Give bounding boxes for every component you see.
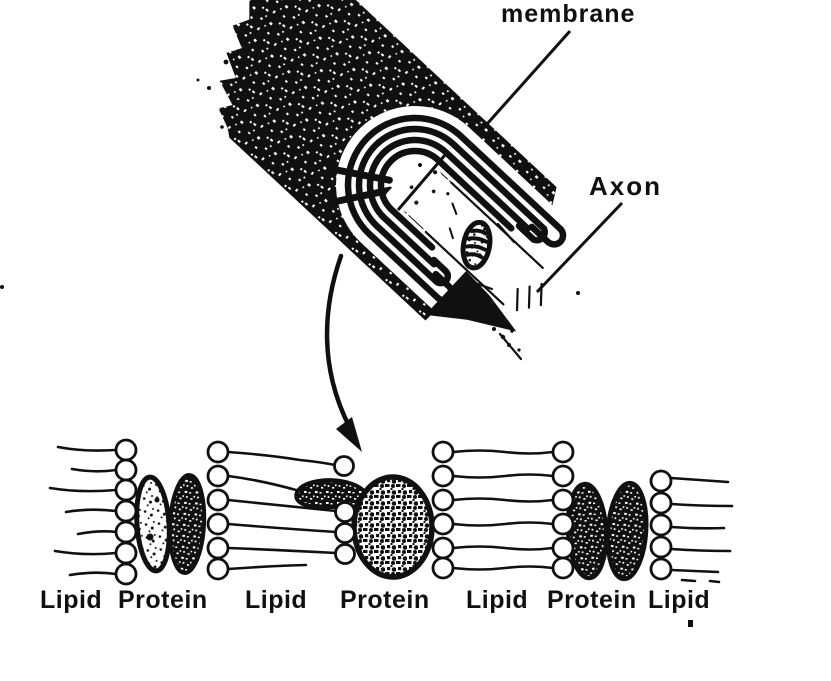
lipid-heads <box>114 438 673 586</box>
label-lipid-2: Lipid <box>245 586 308 614</box>
membrane-leader-line <box>477 30 572 134</box>
axon-end-hatch <box>515 287 519 312</box>
ring-hook <box>515 222 548 244</box>
ring-cross-bars <box>330 165 394 206</box>
axon-end-hatch <box>527 285 531 309</box>
lipid-tails <box>48 445 734 584</box>
zoom-arrow <box>324 253 362 452</box>
axon-cylinder <box>218 0 580 332</box>
sheath-lower-band <box>425 270 517 332</box>
membrane-model <box>48 438 734 586</box>
label-protein-2: Protein <box>340 586 430 614</box>
protein-oval <box>134 474 172 574</box>
axon-face-line <box>396 154 447 211</box>
zoom-arrowhead <box>336 417 362 452</box>
leader-dot <box>576 291 580 295</box>
protein-pair-2 <box>565 480 649 582</box>
protein-globular <box>294 474 435 580</box>
label-lipid-1: Lipid <box>40 586 103 614</box>
protein-blob <box>351 474 435 580</box>
protein-oval <box>605 480 649 582</box>
scan-specks <box>0 43 693 627</box>
label-protein-3: Protein <box>547 586 637 614</box>
axon-label: Axon <box>589 171 662 201</box>
ring-hook <box>430 256 452 287</box>
axon-face-stipple <box>409 163 450 205</box>
protein-oval <box>167 473 207 575</box>
protein-pair-1 <box>134 473 207 575</box>
ring-hook <box>528 223 567 248</box>
label-protein-1: Protein <box>118 586 208 614</box>
axon-band-outline <box>424 181 544 312</box>
membrane-label: membrane <box>501 0 636 28</box>
label-lipid-4: Lipid <box>648 586 711 614</box>
label-lipid-3: Lipid <box>466 586 529 614</box>
sketch-lines <box>473 222 523 361</box>
mitochondrion <box>460 219 493 271</box>
axon-face-dashes <box>448 202 458 240</box>
axon-leader-line <box>535 201 624 294</box>
